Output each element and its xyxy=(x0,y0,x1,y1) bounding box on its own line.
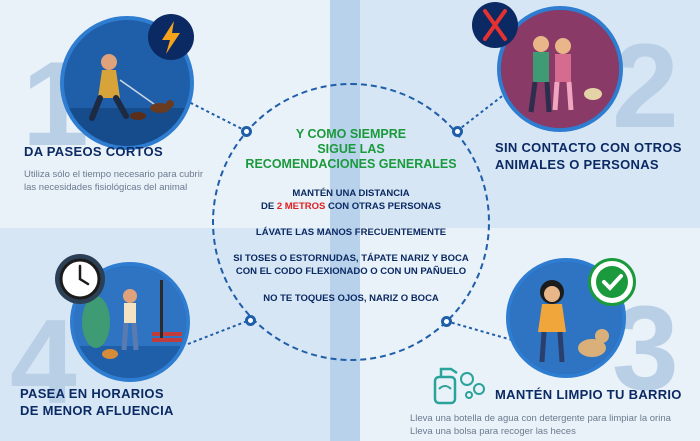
recommendation-no-touch-face: NO TE TOQUES OJOS, NARIZ O BOCA xyxy=(263,293,439,304)
connector-node xyxy=(245,315,256,326)
desc-keep-clean: Lleva una botella de agua con detergente… xyxy=(410,413,671,437)
check-icon xyxy=(588,258,636,306)
recommendation-distance: MANTÉN UNA DISTANCIA DE 2 METROS CON OTR… xyxy=(260,188,441,212)
desc-short-walks: Utiliza sólo el tiempo necesario para cu… xyxy=(24,169,203,193)
connector-node xyxy=(452,126,463,137)
cross-icon xyxy=(472,2,518,48)
distance-highlight: 2 METROS xyxy=(276,200,326,212)
title-off-peak-hours: PASEA EN HORARIOS DE MENOR AFLUENCIA xyxy=(20,386,174,418)
spray-bottle-icon xyxy=(433,363,489,407)
title-short-walks: DA PASEOS CORTOS xyxy=(24,144,163,159)
connector-node xyxy=(441,316,452,327)
title-no-contact: SIN CONTACTO CON OTROS ANIMALES O PERSON… xyxy=(495,140,682,172)
heading-general-recommendations: Y COMO SIEMPRE SIGUE LAS RECOMENDACIONES… xyxy=(245,127,457,171)
recommendation-wash-hands: LÁVATE LAS MANOS FRECUENTEMENTE xyxy=(255,227,447,238)
general-recommendations-circle: Y COMO SIEMPRE SIGUE LAS RECOMENDACIONES… xyxy=(212,83,490,361)
lightning-icon xyxy=(148,14,194,60)
title-keep-clean: MANTÉN LIMPIO TU BARRIO xyxy=(495,387,682,402)
illustration-walking-dog xyxy=(60,16,194,150)
clock-icon xyxy=(55,254,105,304)
recommendation-cover-cough: SI TOSES O ESTORNUDAS, TÁPATE NARIZ Y BO… xyxy=(233,253,469,277)
connector-node xyxy=(241,126,252,137)
step-number-4: 4 xyxy=(10,295,77,429)
illustration-no-contact xyxy=(497,6,623,132)
step-number-2: 2 xyxy=(612,19,679,153)
